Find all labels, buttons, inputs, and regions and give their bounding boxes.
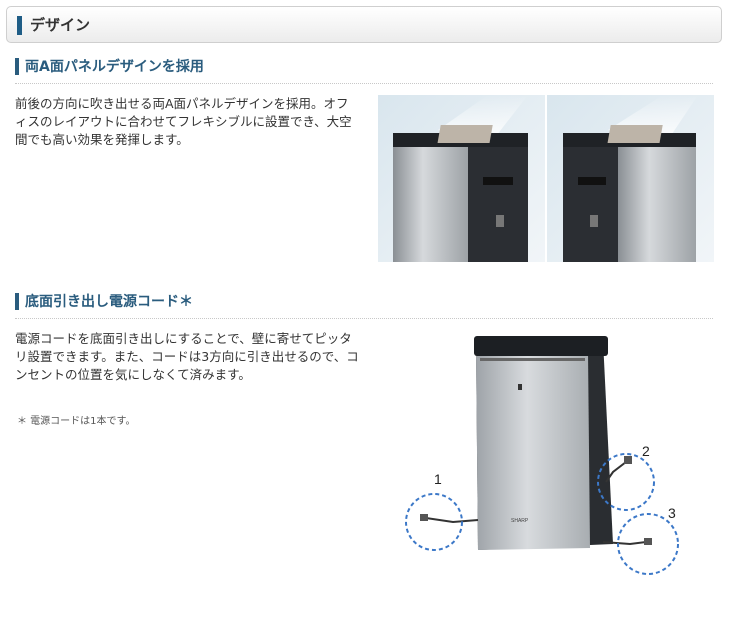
section2-divider: [15, 318, 713, 319]
section1-title-text: 両A面パネルデザインを採用: [25, 59, 204, 75]
dual-panel-photo: [378, 95, 714, 262]
section1-divider: [15, 83, 713, 84]
section2-title-text: 底面引き出し電源コード＊: [25, 294, 193, 310]
section1-title: 両A面パネルデザインを採用: [15, 58, 204, 76]
section2-body: 電源コードを底面引き出しにすることで、壁に寄せてピッタリ設置できます。また、コー…: [15, 331, 359, 382]
section1-body: 前後の方向に吹き出せる両A面パネルデザインを採用。オフィスのレイアウトに合わせて…: [15, 96, 352, 147]
cord-label-2: 2: [642, 443, 650, 459]
cord-label-1: 1: [434, 471, 442, 487]
cord-label-3: 3: [668, 505, 676, 521]
header-mark: [17, 16, 22, 35]
brand-label: SHARP: [511, 518, 529, 524]
cord-direction-diagram: SHARP 1 2 3: [405, 336, 679, 575]
section2-title: 底面引き出し電源コード＊: [15, 293, 193, 311]
header-title: デザイン: [30, 16, 91, 34]
section2-mark: [15, 293, 19, 310]
section-header: デザイン: [6, 6, 722, 43]
footnote: ＊ 電源コードは1本です。: [17, 416, 136, 427]
section1-mark: [15, 58, 19, 75]
